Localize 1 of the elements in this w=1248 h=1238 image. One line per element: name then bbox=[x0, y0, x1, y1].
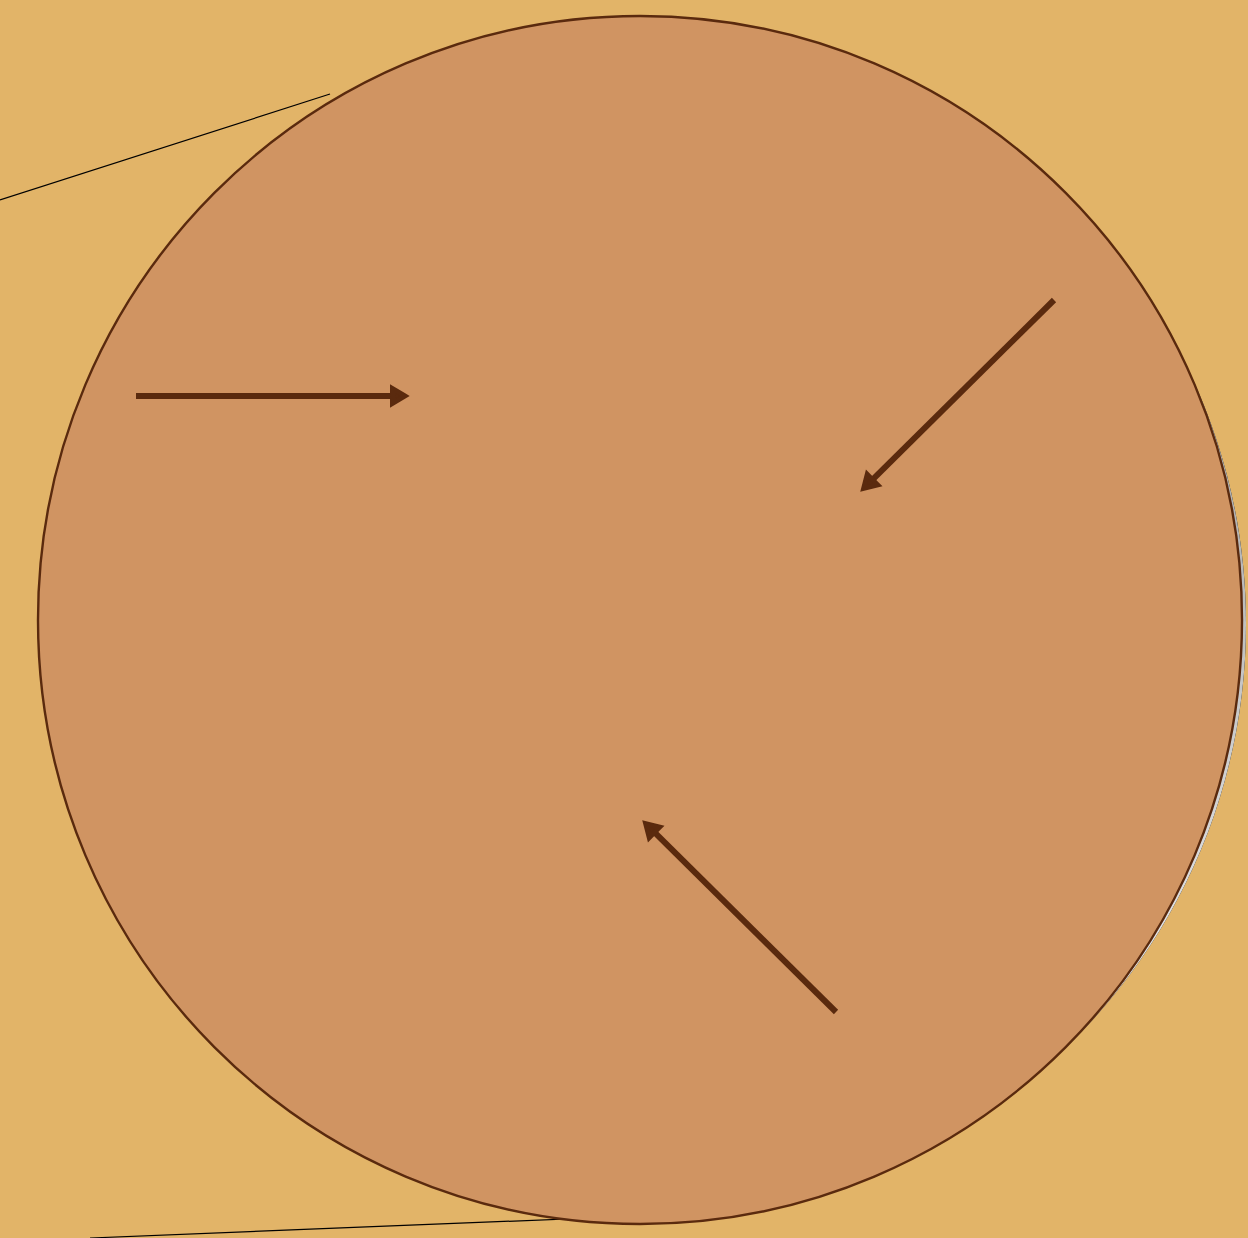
circle bbox=[36, 14, 1244, 1226]
